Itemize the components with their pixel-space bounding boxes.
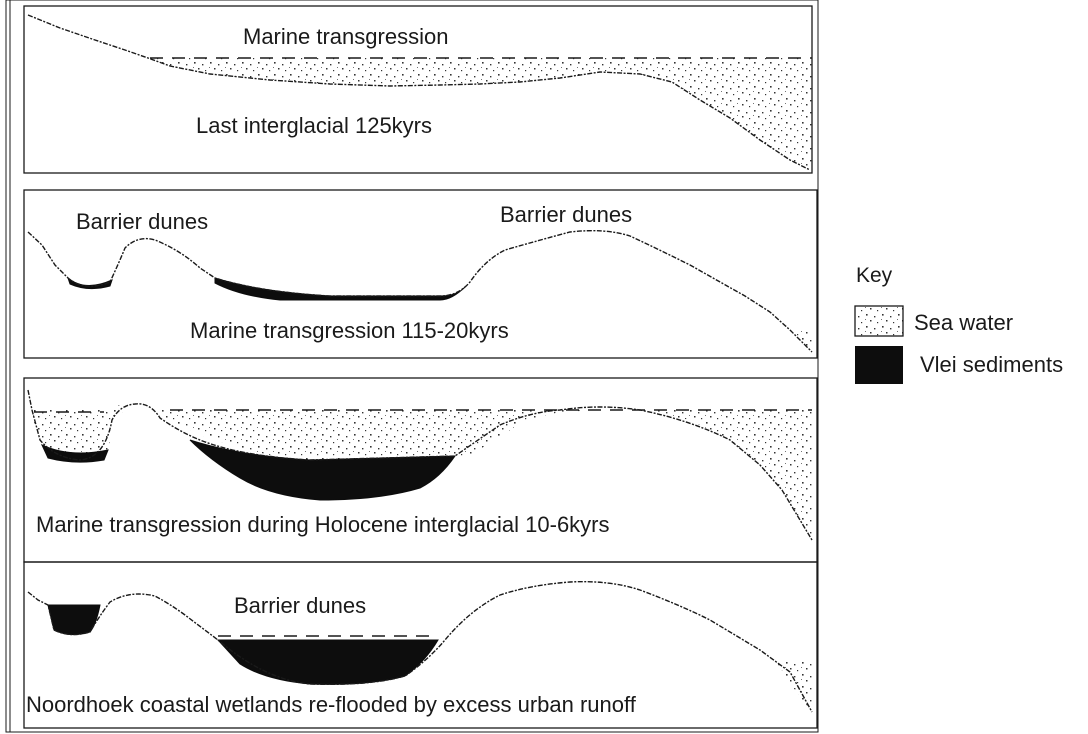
panel-last-interglacial: Marine transgression Last interglacial 1… [23, 5, 813, 174]
panel-2-caption: Marine transgression 115-20kyrs [190, 318, 509, 343]
panel-4-caption: Noordhoek coastal wetlands re-flooded by… [26, 692, 637, 717]
dune-profile [27, 229, 813, 353]
key-title: Key [856, 264, 893, 287]
outer-frame [5, 0, 819, 733]
panel-noordhoek-wetlands: Barrier dunes Noordhoek coastal wetlands… [23, 561, 818, 729]
panel-3-caption: Marine transgression during Holocene int… [36, 512, 610, 537]
dune-profile [27, 581, 813, 713]
sea-water-area [148, 58, 812, 170]
key-label-vlei-sediments: Vlei sediments [920, 352, 1063, 377]
panel-2-label-barrier-dunes-right: Barrier dunes [500, 202, 632, 227]
panel-1-label-marine-transgression: Marine transgression [243, 24, 448, 49]
vlei-sediment-large [216, 639, 439, 685]
panel-1-caption: Last interglacial 125kyrs [196, 113, 432, 138]
panel-4-label-barrier-dunes: Barrier dunes [234, 593, 366, 618]
sea-water-area-edge [775, 660, 812, 712]
key-label-sea-water: Sea water [914, 310, 1013, 335]
key-swatch-vlei-sediments [855, 346, 903, 384]
panel-2-border [23, 189, 818, 359]
key-swatch-sea-water [854, 305, 904, 337]
panel-holocene-interglacial: Marine transgression during Holocene int… [23, 377, 818, 563]
panel-marine-transgression-115-20: Barrier dunes Barrier dunes Marine trans… [23, 189, 818, 359]
sea-water-area-edge [790, 330, 812, 352]
vlei-sediment-small [66, 276, 113, 290]
seabed-profile [27, 14, 811, 171]
key-legend: Key Sea water Vlei sediments [854, 264, 1063, 384]
dune-profile [27, 389, 813, 541]
panel-2-label-barrier-dunes-left: Barrier dunes [76, 209, 208, 234]
sea-water-area [30, 405, 812, 540]
vlei-sediment-small [40, 443, 109, 463]
panel-4-border [23, 561, 818, 729]
